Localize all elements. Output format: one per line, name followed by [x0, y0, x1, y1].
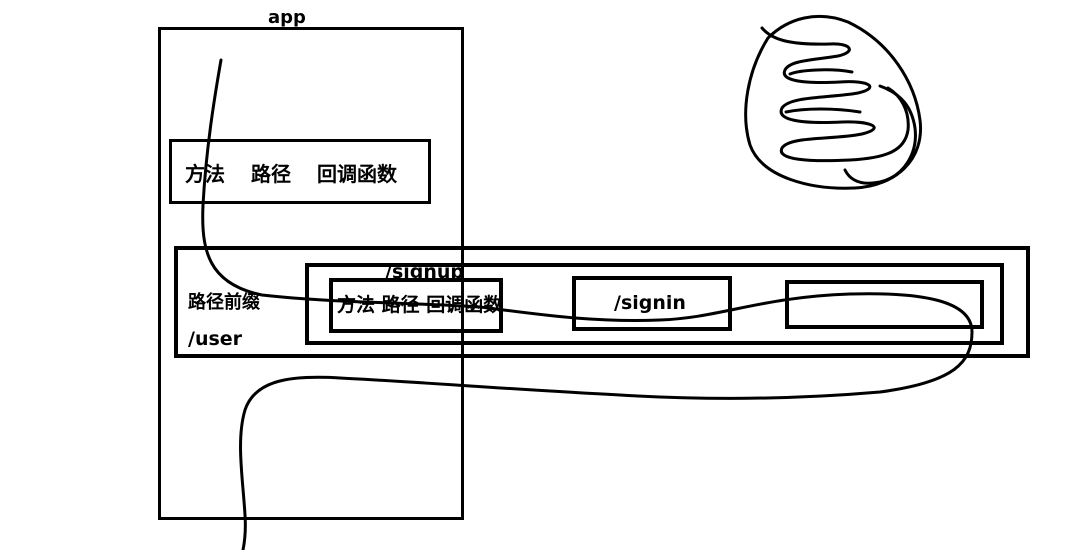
route-signup-inner-text: 方法 路径 回调函数	[337, 294, 503, 316]
route-empty-box	[785, 280, 984, 329]
route-path-label: 路径	[251, 162, 291, 186]
path-prefix-label: 路径前缀	[188, 292, 260, 313]
route-callback-label: 回调函数	[317, 162, 397, 186]
app-label: app	[268, 7, 306, 28]
route-method-label: 方法	[185, 162, 225, 186]
scribble-icon	[744, 14, 923, 190]
route-signin-label: /signin	[614, 292, 686, 314]
path-prefix-value: /user	[188, 328, 243, 350]
